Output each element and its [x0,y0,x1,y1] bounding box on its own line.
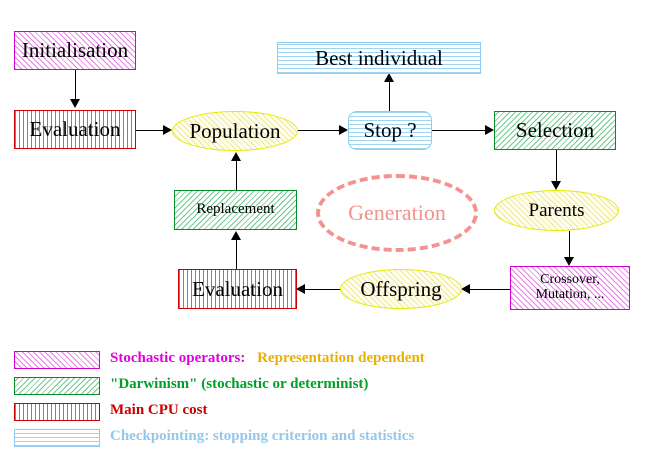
edge-stop-to-selection [432,130,490,131]
node-generation-label: Generation [348,200,446,225]
node-variation-label-line2: Mutation, ... [535,287,605,302]
legend-swatch-stochastic [14,351,100,369]
node-best-individual-label: Best individual [315,45,443,70]
edge-variation-to-offspring [465,289,511,290]
arrowhead-offspring-to-eval-bottom [296,284,305,294]
node-offspring-label: Offspring [360,276,442,301]
node-evaluation-bottom-label: Evaluation [192,276,283,301]
legend-label-stochastic: Stochastic operators: Representation dep… [110,350,425,367]
legend-label-darwinism: "Darwinism" (stochastic or determinist) [110,376,369,392]
node-population-label: Population [189,118,281,143]
node-best-individual[interactable]: Best individual [277,42,481,74]
legend-label-cpu-cost: Main CPU cost [110,402,208,418]
edge-replacement-to-population [236,159,237,190]
arrowhead-variation-to-offspring [461,284,470,294]
node-evaluation-bottom[interactable]: Evaluation [178,269,297,309]
legend-swatch-darwinism [14,377,100,395]
edge-stop-to-best [389,80,390,111]
arrowhead-eval-to-population [163,125,172,135]
legend-label-stochastic-part1: Stochastic operators: [110,350,246,366]
legend-swatch-cpu-cost [14,403,100,421]
node-selection[interactable]: Selection [494,111,616,150]
node-stop-label: Stop ? [363,118,417,143]
arrowhead-init-to-eval [70,99,80,108]
legend-label-stochastic-part2: Representation dependent [257,350,425,366]
edge-eval-to-population [136,130,168,131]
arrowhead-population-to-stop [339,125,348,135]
arrowhead-replacement-to-population [231,152,241,161]
node-replacement-label: Replacement [196,201,275,218]
node-initialisation[interactable]: Initialisation [14,31,136,70]
edge-population-to-stop [298,130,344,131]
node-evaluation-top[interactable]: Evaluation [14,110,136,149]
node-variation[interactable]: Crossover, Mutation, ... [510,266,630,310]
node-offspring[interactable]: Offspring [340,269,462,309]
edge-parents-to-variation [569,231,570,259]
edge-offspring-to-eval-bottom [301,289,341,290]
arrowhead-stop-to-selection [485,125,494,135]
arrowhead-parents-to-variation [564,257,574,266]
node-generation: Generation [316,174,478,252]
edge-eval-bottom-to-replacement [236,238,237,269]
node-stop[interactable]: Stop ? [348,111,432,150]
node-selection-label: Selection [515,118,595,143]
node-parents[interactable]: Parents [494,190,619,231]
legend-label-checkpointing: Checkpointing: stopping criterion and st… [110,428,415,444]
arrowhead-stop-to-best [384,73,394,82]
node-evaluation-top-label: Evaluation [29,117,121,142]
edge-selection-to-parents [556,149,557,183]
arrowhead-selection-to-parents [551,181,561,190]
node-parents-label: Parents [528,199,585,221]
node-replacement[interactable]: Replacement [174,190,297,230]
node-variation-label-line1: Crossover, [540,272,600,288]
edge-init-to-eval [75,70,76,101]
arrowhead-eval-bottom-to-replacement [231,231,241,240]
legend-swatch-checkpointing [14,429,100,447]
node-population[interactable]: Population [172,111,298,151]
node-initialisation-label: Initialisation [21,38,129,63]
